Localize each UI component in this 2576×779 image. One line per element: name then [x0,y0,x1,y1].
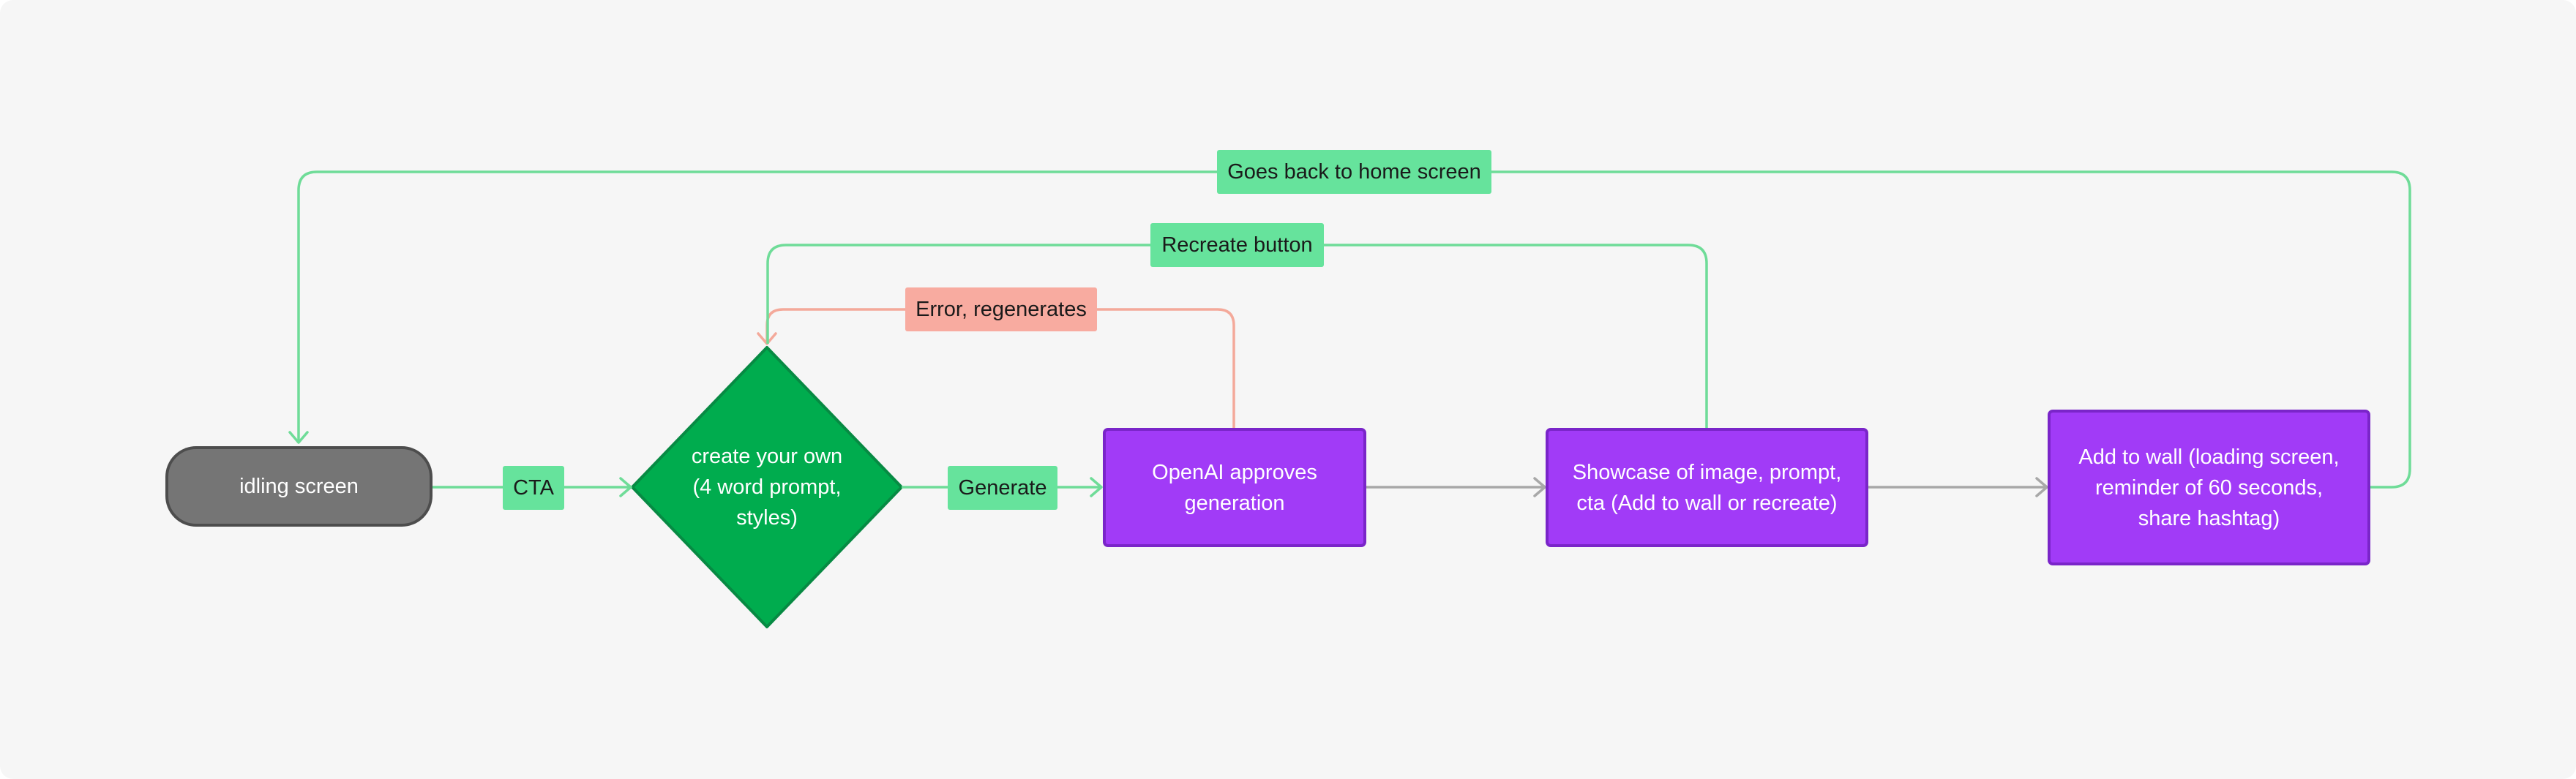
edge-label-home-text: Goes back to home screen [1227,159,1481,184]
node-create-your-own-label: create your own (4 word prompt, styles) [691,445,843,530]
connector-recreate [766,244,1708,428]
node-idling-screen[interactable]: idling screen [165,446,433,527]
edge-label-generate-text: Generate [958,475,1047,500]
edge-label-cta: CTA [503,466,564,510]
edge-label-error: Error, regenerates [905,287,1097,331]
edge-label-recreate-text: Recreate button [1161,233,1313,257]
edge-label-home: Goes back to home screen [1217,150,1491,194]
decision-diamond-shape[interactable] [631,346,903,628]
arrowhead-approve-to-showcase [1533,477,1546,497]
edge-label-recreate: Recreate button [1150,223,1324,267]
node-showcase-label: Showcase of image, prompt, cta (Add to w… [1572,460,1842,515]
edge-label-generate: Generate [948,466,1057,510]
node-create-your-own-label-box: create your own (4 word prompt, styles) [691,410,843,565]
node-add-to-wall[interactable]: Add to wall (loading screen, reminder of… [2048,410,2370,565]
node-showcase[interactable]: Showcase of image, prompt, cta (Add to w… [1546,428,1868,547]
node-idling-screen-label: idling screen [239,475,359,498]
arrowhead-cta [619,477,632,497]
node-add-to-wall-label: Add to wall (loading screen, reminder of… [2078,445,2340,530]
arrowhead-showcase-to-wall [2035,477,2048,497]
node-openai-approves-label: OpenAI approves generation [1152,460,1317,515]
arrowhead-home [288,431,309,444]
edge-label-cta-text: CTA [513,475,554,500]
edge-label-error-text: Error, regenerates [916,297,1087,321]
node-openai-approves[interactable]: OpenAI approves generation [1103,428,1366,547]
connector-home [297,170,2411,489]
arrowhead-generate [1090,477,1103,497]
